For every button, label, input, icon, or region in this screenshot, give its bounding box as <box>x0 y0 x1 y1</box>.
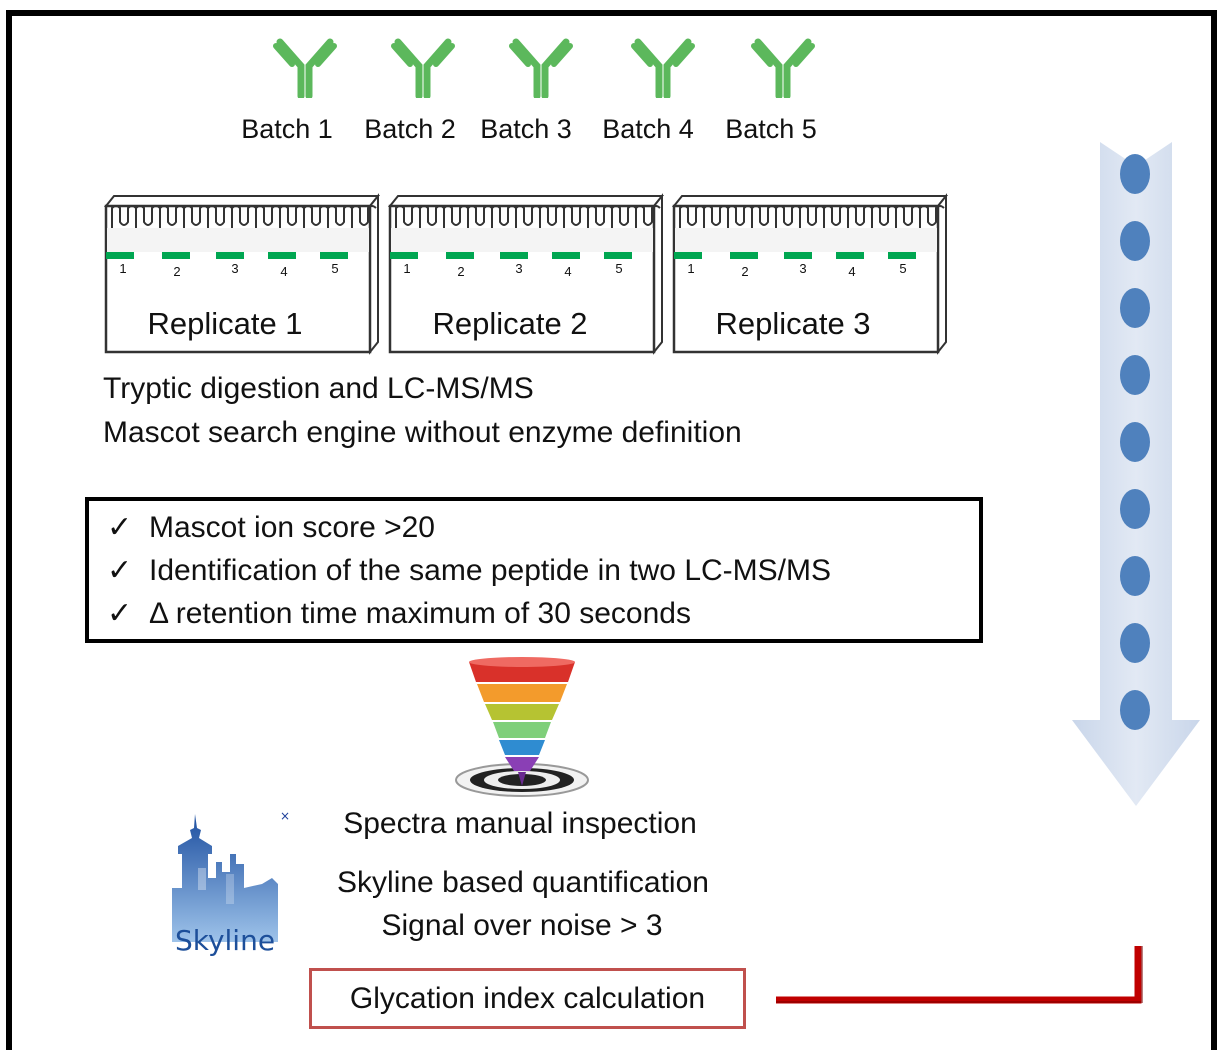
well-number: 4 <box>280 264 288 279</box>
svg-text:×: × <box>280 809 290 823</box>
antibody-icon <box>630 28 696 100</box>
digestion-step: Tryptic digestion and LC-MS/MS <box>103 372 534 405</box>
progress-dot <box>1120 288 1150 328</box>
criteria-box: ✓Mascot ion score >20 ✓Identification of… <box>85 497 983 643</box>
replicate-plate <box>103 192 384 357</box>
well-number: 1 <box>403 261 411 276</box>
progress-dot <box>1120 556 1150 596</box>
progress-dot <box>1120 422 1150 462</box>
well-number: 2 <box>741 264 749 279</box>
replicate-1-label: Replicate 1 <box>147 306 303 341</box>
skyline-logo-text: Skyline <box>175 924 275 957</box>
signal-noise-step: Signal over noise > 3 <box>381 909 663 942</box>
well-number: 4 <box>564 264 572 279</box>
progress-dot <box>1120 154 1150 194</box>
well-number: 1 <box>687 261 695 276</box>
well-number: 3 <box>231 261 239 276</box>
batch-5-label: Batch 5 <box>725 114 817 144</box>
well-number: 3 <box>799 261 807 276</box>
funnel-target-icon <box>455 657 589 797</box>
check-icon: ✓ <box>107 597 133 630</box>
replicate-plate <box>671 192 952 357</box>
batch-2-label: Batch 2 <box>364 114 456 144</box>
well-number: 3 <box>515 261 523 276</box>
well-number: 5 <box>615 261 623 276</box>
batch-4-label: Batch 4 <box>602 114 694 144</box>
progress-dot <box>1120 221 1150 261</box>
antibody-icon <box>390 28 456 100</box>
antibody-icon <box>750 28 816 100</box>
antibody-icon <box>272 28 338 100</box>
connector-line <box>776 946 1143 1004</box>
replicate-3-label: Replicate 3 <box>715 306 871 341</box>
skyline-quant-step: Skyline based quantification <box>337 866 709 899</box>
search-step: Mascot search engine without enzyme defi… <box>103 416 742 449</box>
antibody-icon <box>508 28 574 100</box>
criterion-2: ✓Identification of the same peptide in t… <box>107 554 832 587</box>
progress-dot <box>1120 355 1150 395</box>
progress-dot <box>1120 623 1150 663</box>
spectra-inspection-step: Spectra manual inspection <box>343 807 697 840</box>
well-number: 5 <box>899 261 907 276</box>
well-number: 5 <box>331 261 339 276</box>
skyline-logo: × Skyline <box>172 809 290 957</box>
replicate-2-label: Replicate 2 <box>432 306 588 341</box>
batch-1-label: Batch 1 <box>241 114 333 144</box>
well-number: 2 <box>173 264 181 279</box>
check-icon: ✓ <box>107 554 133 587</box>
replicate-plate <box>387 192 668 357</box>
glycation-index-box: Glycation index calculation <box>309 968 746 1029</box>
well-number: 4 <box>848 264 856 279</box>
check-icon: ✓ <box>107 511 133 544</box>
batch-3-label: Batch 3 <box>480 114 572 144</box>
criterion-1: ✓Mascot ion score >20 <box>107 511 435 544</box>
criterion-3: ✓Δ retention time maximum of 30 seconds <box>107 597 691 630</box>
well-number: 2 <box>457 264 465 279</box>
well-number: 1 <box>119 261 127 276</box>
figure-frame <box>6 10 1217 1050</box>
progress-dot <box>1120 489 1150 529</box>
process-arrow <box>1072 142 1200 806</box>
progress-dot <box>1120 690 1150 730</box>
